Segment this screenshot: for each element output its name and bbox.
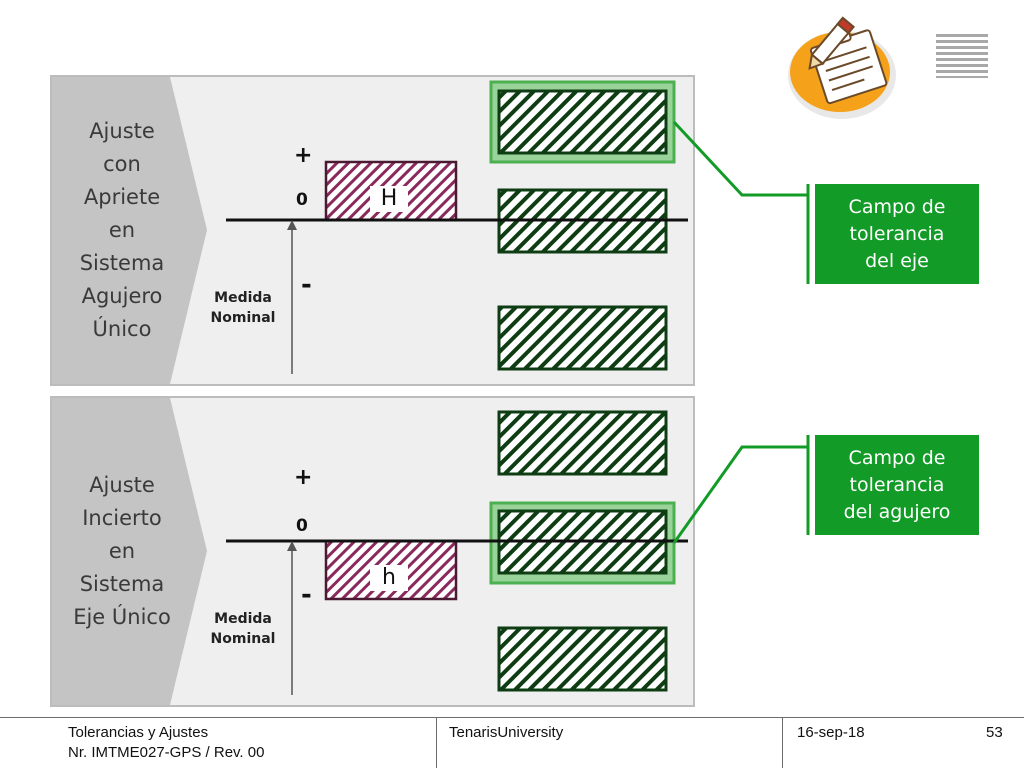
menu-lines-icon xyxy=(936,34,988,78)
nominal-arrow-head xyxy=(287,220,297,230)
panel-arrow-shape xyxy=(52,398,207,705)
zero-label: 0 xyxy=(296,516,308,536)
shaft-tolerance-zone xyxy=(497,410,668,476)
callout-hole-tolerance: Campo de tolerancia del agujero xyxy=(815,435,979,535)
hole-letter-H: H xyxy=(370,186,408,212)
footer-title: Tolerancias y Ajustes xyxy=(68,724,209,741)
shaft-tolerance-zone xyxy=(497,626,668,692)
footer-divider xyxy=(436,717,437,768)
nominal-size-label: Medida Nominal xyxy=(210,611,276,647)
plus-sign: + xyxy=(294,465,313,490)
callout-leader-line xyxy=(672,120,808,197)
fit-type-label: Ajuste con Apriete en Sistema Agujero Ún… xyxy=(79,119,165,341)
footer-page-number: 53 xyxy=(986,724,1003,741)
footer-date: 16-sep-18 xyxy=(797,724,865,741)
callout-text: Campo de tolerancia del agujero xyxy=(843,446,951,523)
footer-rule xyxy=(0,717,1024,718)
zero-label: 0 xyxy=(296,190,308,210)
footer-doc-number: Nr. IMTME027-GPS / Rev. 00 xyxy=(68,744,265,761)
nominal-arrow-head xyxy=(287,541,297,551)
shaft-tolerance-zone xyxy=(497,305,668,371)
shaft-letter-h: h xyxy=(370,565,408,591)
nominal-size-label: Medida Nominal xyxy=(210,290,276,326)
fit-type-label: Ajuste Incierto en Sistema Eje Único xyxy=(73,473,171,629)
plus-sign: + xyxy=(294,143,313,168)
shaft-tolerance-zone xyxy=(497,89,668,155)
arrow-label-box: Ajuste con Apriete en Sistema Agujero Ún… xyxy=(52,77,192,384)
minus-sign: - xyxy=(301,580,312,610)
callout-shaft-tolerance: Campo de tolerancia del eje xyxy=(815,184,979,284)
minus-sign: - xyxy=(301,270,312,300)
callout-leader-line xyxy=(672,445,808,544)
footer-divider xyxy=(782,717,783,768)
footer-organization: TenarisUniversity xyxy=(449,724,564,741)
arrow-label-box: Ajuste Incierto en Sistema Eje Único xyxy=(52,398,192,705)
callout-text: Campo de tolerancia del eje xyxy=(848,195,946,272)
panel-arrow-shape xyxy=(52,77,207,384)
clipboard-pencil-icon xyxy=(788,16,896,119)
